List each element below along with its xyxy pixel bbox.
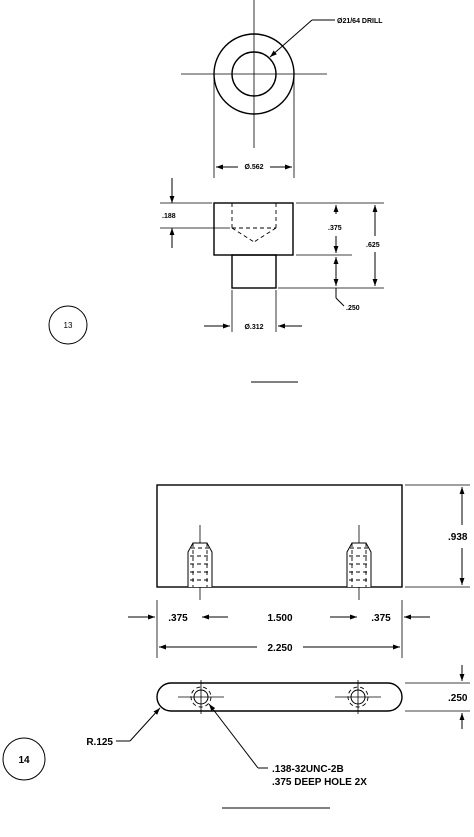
dim-188-label: .188 [162, 213, 176, 220]
drill-callout: Ø21/64 DRILL [337, 18, 383, 25]
tap-callout-line2: .375 DEEP HOLE 2X [272, 777, 367, 788]
tapped-hole-left [187, 525, 213, 600]
radius-leader [129, 707, 161, 742]
tap-leader [208, 703, 259, 769]
fig13-top-view: Ø21/64 DRILL Ø.562 [181, 0, 383, 178]
figure-13-badge: 13 [48, 305, 88, 345]
dim-375-label: .375 [328, 225, 342, 232]
head-body [213, 202, 294, 256]
radius-label: R.125 [86, 737, 113, 748]
figure-14: .938 .375 1.500 .375 2.250 [2, 484, 470, 809]
outer-diameter-label: Ø.562 [244, 164, 263, 171]
drill-leader [269, 19, 313, 58]
slot-outline [156, 682, 403, 712]
shaft-body [231, 254, 277, 289]
figure-14-badge: 14 [2, 737, 46, 781]
height-label: .938 [448, 532, 468, 543]
fig14-front-view: .938 .375 1.500 .375 2.250 [128, 484, 470, 658]
tapped-hole-right [346, 525, 372, 600]
figure-14-number: 14 [18, 755, 30, 766]
block-body [156, 484, 403, 588]
figure-13: Ø21/64 DRILL Ø.562 .188 [48, 0, 384, 383]
overall-length-label: 2.250 [267, 643, 292, 654]
tap-callout-line1: .138-32UNC-2B [272, 764, 344, 775]
dim-250-label: .250 [346, 305, 360, 312]
figure-13-number: 13 [64, 321, 73, 330]
fig14-top-view: .250 R.125 .138-32UNC-2B .375 DEEP HOLE … [86, 665, 470, 788]
dim-625-label: .625 [366, 242, 380, 249]
left-offset-label: .375 [168, 613, 188, 624]
right-offset-label: .375 [371, 613, 391, 624]
thickness-label: .250 [448, 693, 468, 704]
spacing-label: 1.500 [267, 613, 292, 624]
shaft-diameter-label: Ø.312 [244, 324, 263, 331]
fig13-front-view: .188 .375 .625 .250 Ø.312 [160, 178, 384, 332]
